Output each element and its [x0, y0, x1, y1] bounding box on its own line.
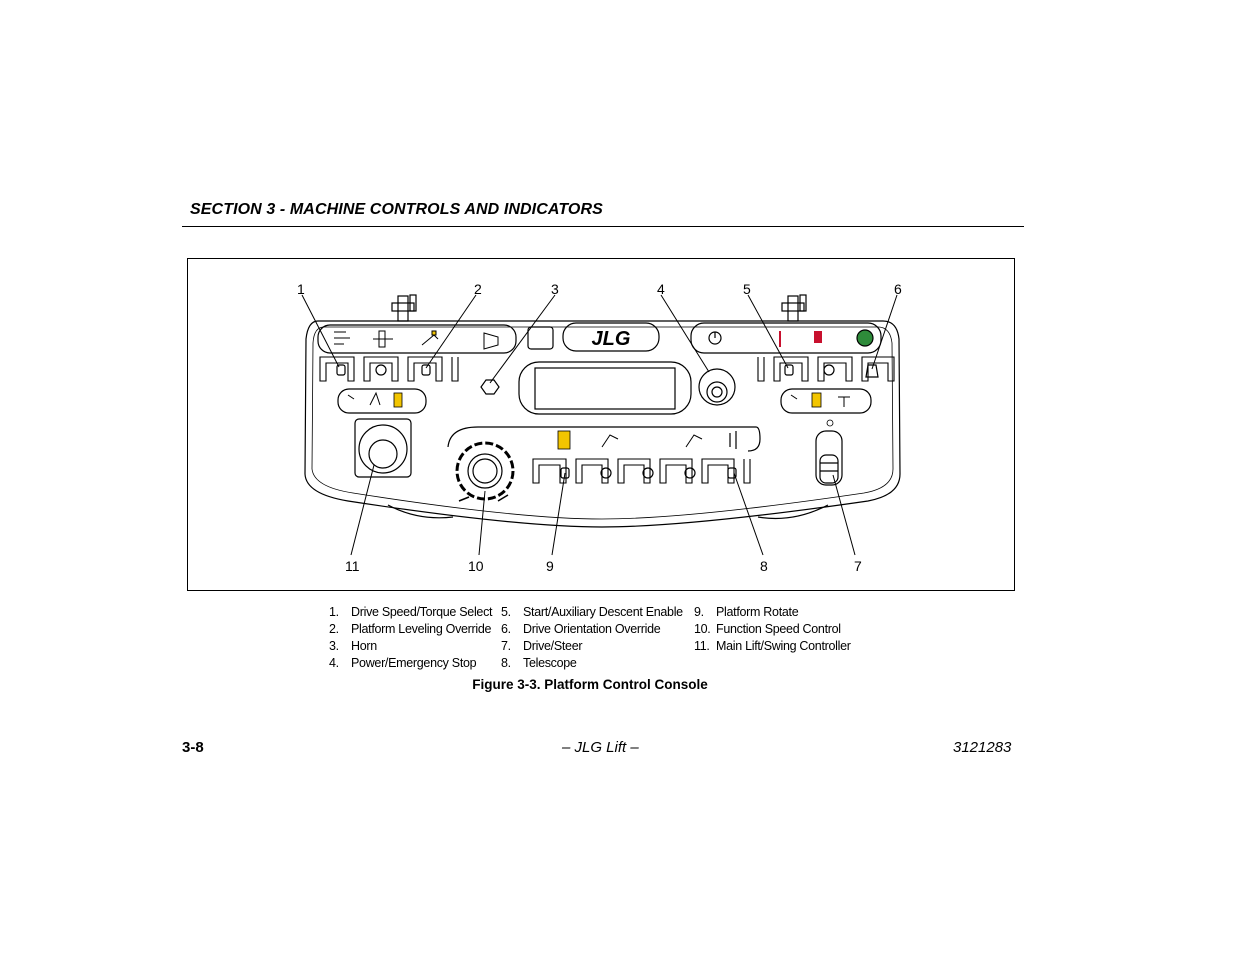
figure-caption: Figure 3-3. Platform Control Console — [472, 677, 708, 692]
header-rule — [182, 226, 1024, 227]
swing-icon — [347, 394, 355, 400]
left-decal-panel — [317, 324, 517, 354]
rabbit-icon — [497, 494, 509, 502]
callout-6: 6 — [894, 281, 902, 297]
console-shell — [304, 320, 901, 528]
right-switch-wells — [757, 356, 895, 382]
right-lower-decal — [780, 388, 872, 414]
boom-icon — [393, 392, 403, 408]
legend-item: 10.Function Speed Control — [694, 622, 841, 636]
legend-item: 2.Platform Leveling Override — [329, 622, 492, 636]
legend-column-2: 5.Start/Auxiliary Descent Enable 6.Drive… — [501, 604, 683, 672]
legend-column-1: 1.Drive Speed/Torque Select 2.Platform L… — [329, 604, 493, 672]
left-switch-wells — [319, 356, 459, 382]
jib-icon — [601, 434, 619, 448]
legend-item: 5.Start/Auxiliary Descent Enable — [501, 605, 683, 619]
callout-leaders — [301, 294, 898, 556]
console-illustration: JLG — [297, 281, 902, 574]
legend-item: 3.Horn — [329, 639, 377, 653]
right-blank-hole — [823, 364, 835, 376]
function-speed-control[interactable] — [467, 453, 503, 489]
legend-item: 7.Drive/Steer — [501, 639, 583, 653]
mount-bracket-right-icon — [781, 294, 807, 322]
platform-level-icon — [373, 330, 393, 348]
callout-11: 11 — [345, 558, 360, 574]
jlg-logo-plate — [562, 322, 660, 352]
horn-icon — [483, 332, 499, 350]
up-down-icon — [729, 431, 737, 449]
legend-item: 4.Power/Emergency Stop — [329, 656, 477, 670]
mount-bracket-left-icon — [391, 294, 417, 322]
display-screen — [534, 367, 676, 410]
footer-publisher: – JLG Lift – — [562, 739, 639, 756]
steer-icon — [838, 396, 850, 407]
main-lift-swing-controller[interactable] — [354, 418, 412, 478]
power-emergency-stop-button[interactable] — [698, 368, 736, 406]
platform-override-icon — [421, 330, 439, 346]
horn-button[interactable] — [480, 379, 500, 395]
legend-item: 11.Main Lift/Swing Controller — [694, 639, 851, 653]
callout-8: 8 — [760, 558, 768, 574]
legend-item: 9.Platform Rotate — [694, 605, 799, 619]
callout-2: 2 — [474, 281, 482, 297]
drive-speed-torque-toggle[interactable] — [336, 364, 346, 376]
console-foot-right — [757, 504, 829, 520]
legend-column-3: 9.Platform Rotate 10.Function Speed Cont… — [694, 604, 851, 655]
section-title: SECTION 3 - MACHINE CONTROLS AND INDICAT… — [190, 201, 603, 218]
center-switch-wells — [532, 458, 751, 484]
engine-indicator-icon — [856, 329, 874, 347]
platform-leveling-toggle[interactable] — [421, 364, 431, 376]
drive-icon — [811, 392, 822, 408]
telescope-icon — [557, 430, 571, 450]
lift-icon — [369, 391, 381, 406]
callout-10: 10 — [468, 558, 484, 574]
fuel-indicator-icon — [814, 331, 822, 343]
turtle-icon — [458, 496, 470, 502]
legend-item: 6.Drive Orientation Override — [501, 622, 661, 636]
start-aux-descent-toggle[interactable] — [784, 364, 794, 376]
callout-1: 1 — [297, 281, 305, 297]
speed-dial-scale — [455, 441, 515, 501]
callout-9: 9 — [546, 558, 554, 574]
telescope-toggle[interactable] — [727, 467, 737, 479]
speed-torque-icon — [334, 331, 350, 345]
drive-orientation-override-toggle[interactable] — [865, 364, 879, 378]
callout-5: 5 — [743, 281, 751, 297]
document-number: 3121283 — [953, 739, 1012, 756]
page-number: 3-8 — [182, 739, 204, 756]
emergency-stop-decal-icon — [527, 326, 554, 350]
figure-frame: JLG — [187, 258, 1015, 591]
jlg-logo: JLG — [592, 328, 631, 350]
callout-7: 7 — [854, 558, 862, 574]
console-shell-inner — [311, 326, 894, 520]
left-blank-hole — [375, 364, 387, 376]
legend-item: 1.Drive Speed/Torque Select — [329, 605, 493, 619]
platform-rotate-toggle[interactable] — [560, 467, 570, 479]
display-bezel — [518, 361, 692, 415]
legend-item: 8.Telescope — [501, 656, 577, 670]
right-decal-panel — [690, 322, 882, 354]
callout-3: 3 — [551, 281, 559, 297]
console-foot-left — [387, 504, 454, 519]
callout-4: 4 — [657, 281, 665, 297]
platform-rotate-icon — [685, 434, 703, 448]
center-lower-decal — [447, 426, 761, 452]
left-lower-decal — [337, 388, 427, 414]
drive-steer-controller[interactable] — [815, 430, 843, 486]
